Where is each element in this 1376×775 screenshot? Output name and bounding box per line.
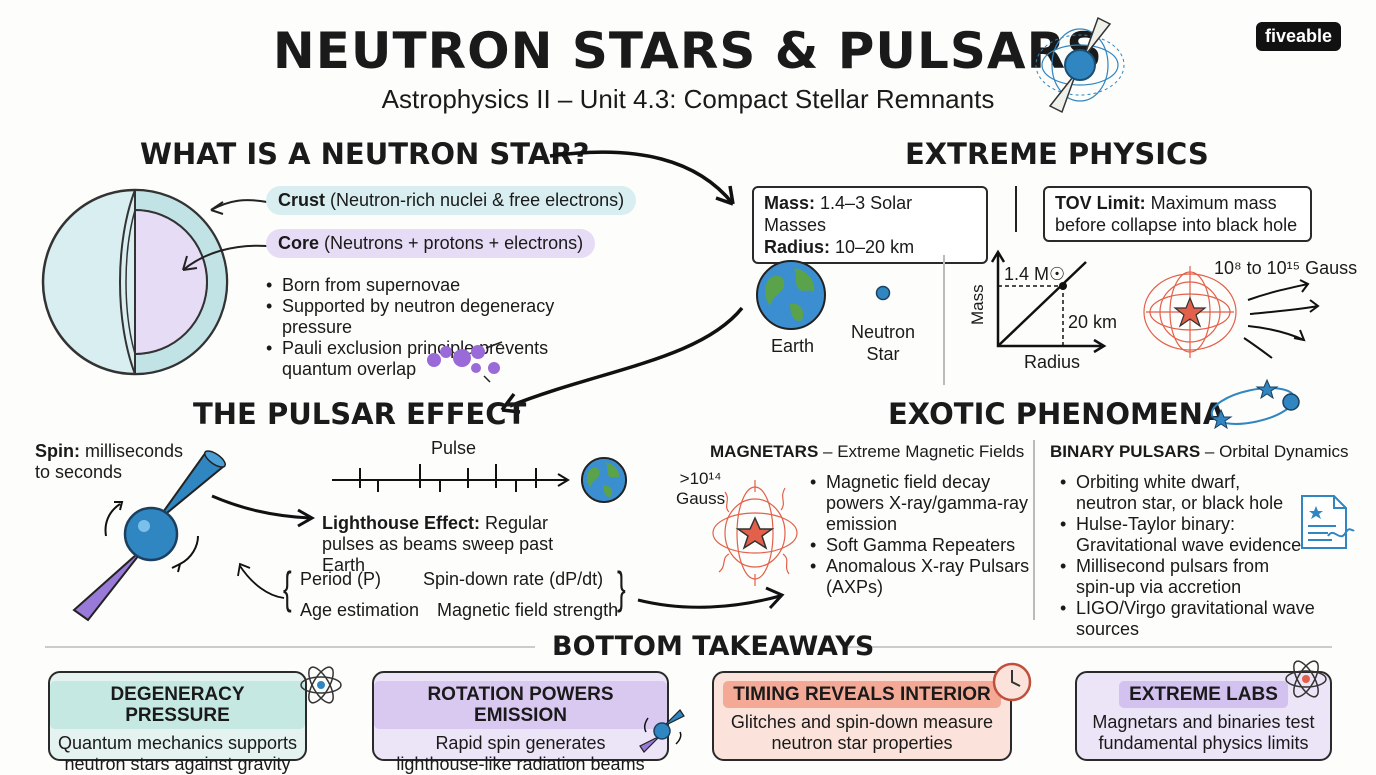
card-text: Magnetars and binaries test [1092, 712, 1315, 732]
fact-item: Magnetic field decay powers X-ray/gamma-… [810, 472, 1030, 535]
card-text: Quantum mechanics supports [57, 733, 298, 753]
graph-y-label: Mass [968, 284, 987, 325]
magnetar-icon [712, 480, 798, 586]
fact-item: Soft Gamma Repeaters [810, 535, 1030, 556]
arrow-to-pulsar-effect [500, 306, 744, 414]
pulse-label: Pulse [431, 438, 477, 458]
arrow-to-exotic [637, 586, 785, 610]
divider [943, 255, 945, 385]
card-title: TIMING REVEALS INTERIOR [723, 681, 1001, 708]
takeaway-card: EXTREME LABS Magnetars and binaries test… [1075, 671, 1332, 761]
fact-item: Hulse-Taylor binary: Gravitational wave … [1060, 514, 1306, 556]
card-title: DEGENERACY PRESSURE [50, 681, 305, 729]
card-text: Rapid spin generates [435, 733, 606, 753]
magnetic-field-icon [1143, 266, 1320, 359]
earth-small-icon [580, 456, 628, 504]
exotic-phenomena-heading: EXOTIC PHENOMENA [888, 397, 1226, 431]
pulsar-beam-illustration [72, 450, 226, 622]
pulsar-header-icon [1035, 16, 1125, 114]
crust-label: Crust (Neutron-rich nuclei & free electr… [266, 186, 637, 215]
neutron-star-dot [875, 285, 891, 301]
binary-facts: Orbiting white dwarf, neutron star, or b… [1060, 472, 1360, 640]
brace-right: } [617, 562, 626, 613]
card-text: lighthouse-like radiation beams [396, 754, 645, 774]
takeaways-heading: BOTTOM TAKEAWAYS [552, 631, 875, 662]
mass-radius-box: Mass: 1.4–3 Solar Masses Radius: 10–20 k… [752, 186, 988, 264]
core-label: Core (Neutrons + protons + electrons) [266, 229, 596, 258]
mass-radius-graph [990, 249, 1107, 354]
divider [1015, 186, 1017, 232]
period-label: Period (P) [300, 569, 382, 589]
takeaway-card: DEGENERACY PRESSURE Quantum mechanics su… [48, 671, 307, 774]
age-label: Age estimation [300, 600, 420, 620]
graph-radius-label: 20 km [1068, 312, 1118, 332]
fact-item: Born from supernovae [266, 275, 626, 296]
fact-item: Millisecond pulsars from spin-up via acc… [1060, 556, 1306, 598]
earth-label: Earth [771, 336, 815, 356]
crust-pointer-arrow [210, 199, 268, 215]
arrow-to-timing [237, 562, 285, 599]
graph-mass-label: 1.4 M☉ [1004, 264, 1066, 284]
divider [45, 646, 535, 648]
arrow-to-lighthouse [211, 494, 316, 528]
binary-pulsars-heading: BINARY PULSARS – Orbital Dynamics [1050, 442, 1349, 461]
takeaway-card: TIMING REVEALS INTERIOR Glitches and spi… [712, 671, 1012, 761]
particles-icon [427, 341, 503, 383]
card-text: Glitches and spin-down measure [730, 712, 994, 732]
card-text: fundamental physics limits [1098, 733, 1309, 753]
takeaway-card: ROTATION POWERS EMISSION Rapid spin gene… [372, 671, 669, 774]
card-text: neutron star properties [771, 733, 953, 753]
magnetar-facts: Magnetic field decay powers X-ray/gamma-… [810, 472, 1030, 598]
pulsar-small-icon [639, 709, 685, 753]
tov-limit-box: TOV Limit: Maximum mass before collapse … [1043, 186, 1312, 242]
earth-icon [756, 260, 826, 330]
pulsar-effect-heading: THE PULSAR EFFECT [193, 397, 527, 431]
magfield-label: Magnetic field strength [437, 600, 619, 620]
magnetars-heading: MAGNETARS – Extreme Magnetic Fields [710, 442, 1025, 461]
atom-icon [300, 666, 342, 704]
clock-icon [992, 662, 1032, 702]
core-pointer-arrow [182, 244, 268, 271]
arrow-to-extreme-physics [549, 150, 735, 206]
atom-icon [1285, 660, 1327, 698]
spindown-label: Spin-down rate (dP/dt) [423, 569, 604, 589]
field-range-label: 10⁸ to 10¹⁵ Gauss [1214, 258, 1358, 278]
what-is-heading: WHAT IS A NEUTRON STAR? [140, 137, 590, 171]
fact-item: LIGO/Virgo gravitational wave sources [1060, 598, 1360, 640]
card-title: EXTREME LABS [1119, 681, 1288, 708]
spin-label: Spin: milliseconds to seconds [35, 441, 184, 482]
fact-item: Anomalous X-ray Pulsars (AXPs) [810, 556, 1030, 598]
page-title: NEUTRON STARS & PULSARS [272, 22, 1104, 80]
extreme-physics-heading: EXTREME PHYSICS [905, 137, 1209, 171]
brace-left: { [283, 562, 292, 613]
divider [842, 646, 1332, 648]
lighthouse-effect-text: Lighthouse Effect: Regular pulses as bea… [322, 513, 554, 575]
card-title: ROTATION POWERS EMISSION [374, 681, 667, 729]
pulse-timeline [332, 464, 570, 492]
divider [1033, 440, 1035, 620]
document-graph-icon [1301, 495, 1355, 549]
neutron-star-cross-section [41, 188, 229, 376]
card-text: neutron stars against gravity [64, 754, 291, 774]
page-subtitle: Astrophysics II – Unit 4.3: Compact Stel… [381, 84, 995, 114]
binary-orbit-icon [1209, 378, 1300, 430]
fact-item: Orbiting white dwarf, neutron star, or b… [1060, 472, 1306, 514]
fact-item: Supported by neutron degeneracy pressure [266, 296, 626, 338]
graph-x-label: Radius [1024, 352, 1081, 372]
fiveable-logo[interactable]: fiveable [1256, 22, 1342, 51]
